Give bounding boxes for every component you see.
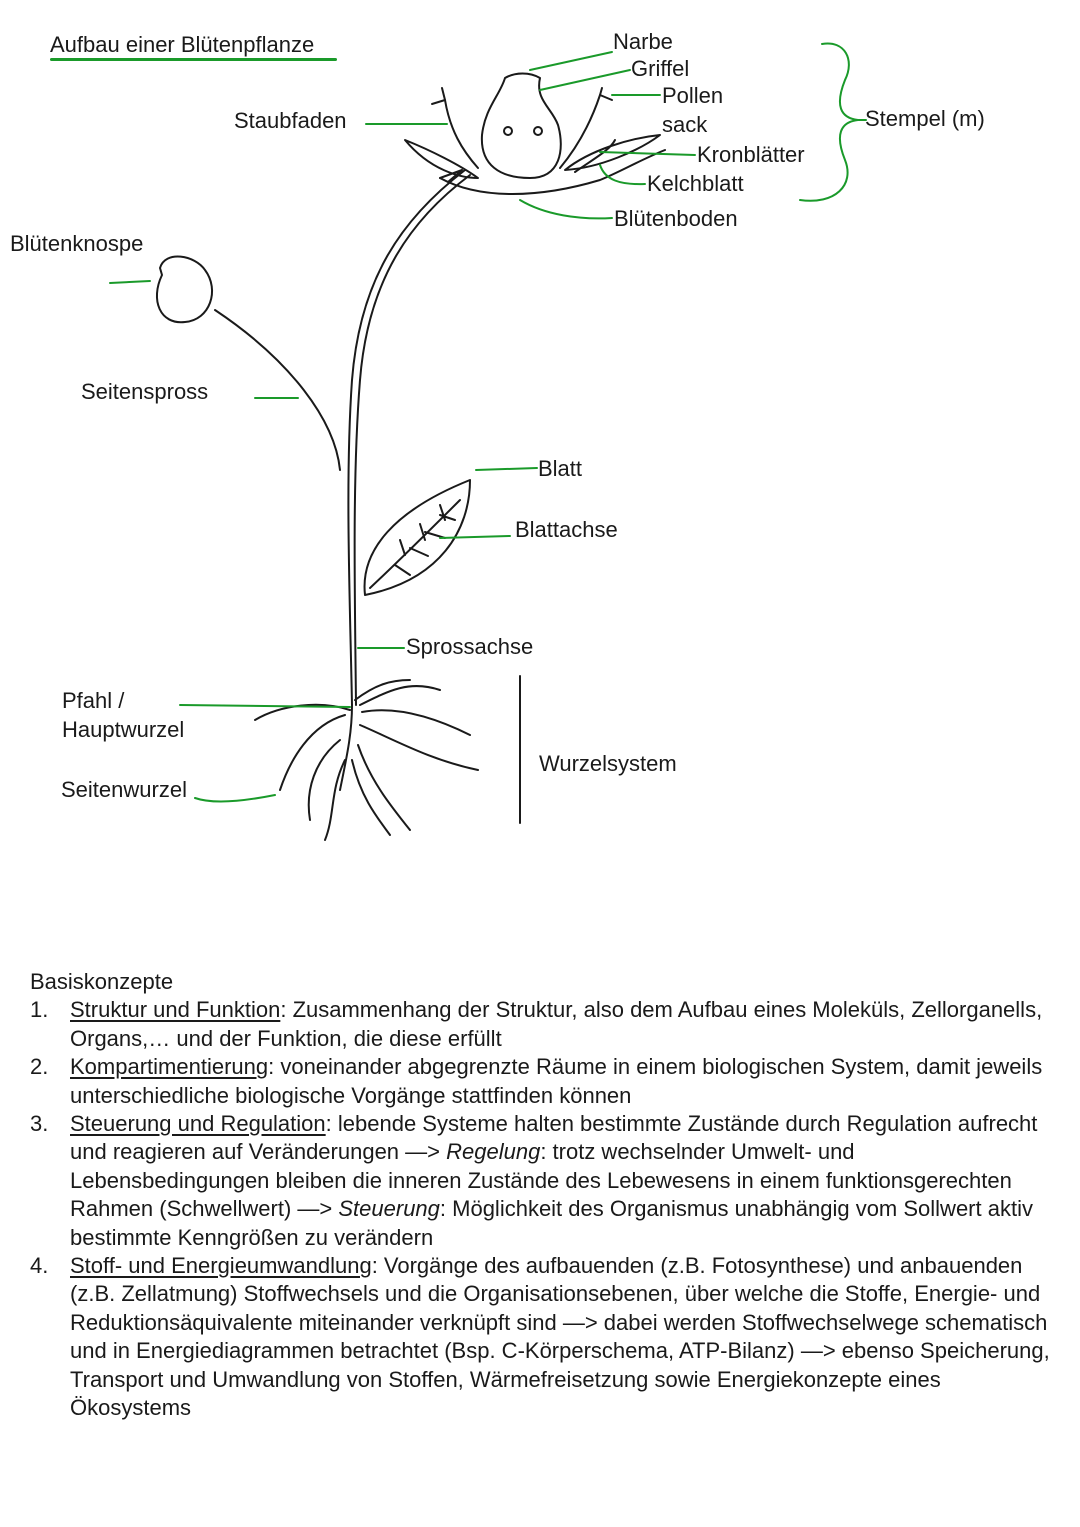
leaf-vein-side xyxy=(394,504,456,576)
receptacle xyxy=(439,149,666,195)
concept-text: : lebende Systeme halten bestimmte Zustä… xyxy=(70,1111,1038,1165)
concepts-heading: Basiskonzepte xyxy=(30,969,174,994)
pointer-kelchblatt xyxy=(599,164,646,186)
label-kronblaetter: Kronblätter xyxy=(697,142,805,167)
petal-right xyxy=(564,134,661,171)
root-main xyxy=(339,704,353,791)
concept-item: 3. Steuerung und Regulation: lebende Syst… xyxy=(30,1110,1060,1252)
label-seitenwurzel: Seitenwurzel xyxy=(61,777,187,802)
stamen-left xyxy=(444,99,479,169)
concept-text: : Vorgänge des aufbauenden (z.B. Fotosyn… xyxy=(70,1253,1050,1421)
root-8 xyxy=(357,744,411,831)
leaf xyxy=(363,479,471,596)
root-5 xyxy=(359,684,441,706)
concept-term: Steuerung und Regulation xyxy=(70,1111,326,1137)
label-wurzelsystem: Wurzelsystem xyxy=(539,751,677,776)
label-stempel: Stempel (m) xyxy=(865,106,985,131)
title-underline xyxy=(50,58,337,61)
flower-bud xyxy=(156,255,214,324)
label-griffel: Griffel xyxy=(631,56,690,81)
label-bluetenknospe: Blütenknospe xyxy=(10,231,144,256)
concept-term: Kompartimentierung xyxy=(70,1054,269,1080)
concept-text: : trotz wechselnder Umwelt- und Lebensbe… xyxy=(70,1139,1012,1222)
pointer-bluetenknospe xyxy=(109,280,151,284)
basiskonzepte-section: Basiskonzepte 1. Struktur und Funktion: Z… xyxy=(30,968,1060,1423)
pointer-griffel xyxy=(539,69,631,91)
root-3 xyxy=(307,739,341,821)
label-staubfaden: Staubfaden xyxy=(234,108,347,133)
label-blattachse: Blattachse xyxy=(515,517,618,542)
concept-text: : voneinander abgegrenzte Räume in einem… xyxy=(70,1054,1043,1108)
pointer-seitenwurzel xyxy=(194,794,276,803)
petal-right-2 xyxy=(574,139,616,173)
label-pollen: Pollen xyxy=(662,83,724,108)
label-seitenspross: Seitenspross xyxy=(81,379,209,404)
plant-drawing xyxy=(156,42,859,841)
concept-item: 4. Stoff- und Energieumwandlung: Vorgänge… xyxy=(30,1252,1060,1422)
pointer-pfahl xyxy=(179,704,351,708)
petal-left xyxy=(404,139,479,179)
pointer-narbe xyxy=(529,51,613,71)
concept-item: 2. Kompartimentierung: voneinander abgegr… xyxy=(30,1053,1060,1110)
label-kelchblatt: Kelchblatt xyxy=(647,171,744,196)
root-6 xyxy=(361,709,471,736)
root-7 xyxy=(359,724,479,771)
pointer-blattachse xyxy=(439,535,511,539)
leaf-vein xyxy=(369,499,461,589)
ovule-1 xyxy=(503,126,513,136)
concept-text: : Möglichkeit des Organismus unabhängig … xyxy=(70,1196,1033,1250)
concept-item: 1. Struktur und Funktion: Zusammenhang de… xyxy=(30,996,1060,1053)
plant-diagram xyxy=(109,42,867,841)
label-pointers xyxy=(109,51,867,803)
concept-term: Stoff- und Energieumwandlung xyxy=(70,1253,372,1279)
concept-number: 4. xyxy=(30,1253,49,1279)
label-hauptwurzel: Hauptwurzel xyxy=(62,717,185,742)
concept-emphasis: Regelung xyxy=(446,1139,541,1165)
page-title: Aufbau einer Blütenpflanze xyxy=(50,32,315,57)
concept-number: 1. xyxy=(30,997,49,1023)
pointer-blatt xyxy=(475,467,538,471)
root-9 xyxy=(351,759,391,836)
main-stem-inner xyxy=(353,174,471,706)
stamen-right xyxy=(559,94,601,169)
root-4 xyxy=(324,759,346,841)
pointer-kronblaetter xyxy=(599,151,696,156)
label-sack: sack xyxy=(662,112,708,137)
label-bluetenboden: Blütenboden xyxy=(614,206,738,231)
concept-term: Struktur und Funktion xyxy=(70,997,281,1023)
label-pfahl: Pfahl / xyxy=(62,688,125,713)
side-shoot xyxy=(214,309,341,471)
sepal-left xyxy=(439,169,463,183)
stempel-brace xyxy=(799,42,859,202)
pointer-bluetenboden xyxy=(519,199,613,220)
main-stem xyxy=(347,169,466,706)
label-sprossachse: Sprossachse xyxy=(406,634,534,659)
concept-number: 2. xyxy=(30,1054,49,1080)
anther-left xyxy=(431,87,446,105)
concept-text: : Zusammenhang der Struktur, also dem Au… xyxy=(70,997,1043,1051)
concept-number: 3. xyxy=(30,1111,49,1137)
concept-emphasis: Steuerung xyxy=(338,1196,440,1222)
concepts-list: 1. Struktur und Funktion: Zusammenhang de… xyxy=(30,996,1060,1422)
label-narbe: Narbe xyxy=(613,29,673,54)
root-10 xyxy=(354,679,411,701)
anther-right xyxy=(599,87,613,101)
root-2 xyxy=(279,714,346,791)
label-blatt: Blatt xyxy=(538,456,583,481)
pistil xyxy=(480,72,562,179)
ovule-2 xyxy=(533,126,543,136)
